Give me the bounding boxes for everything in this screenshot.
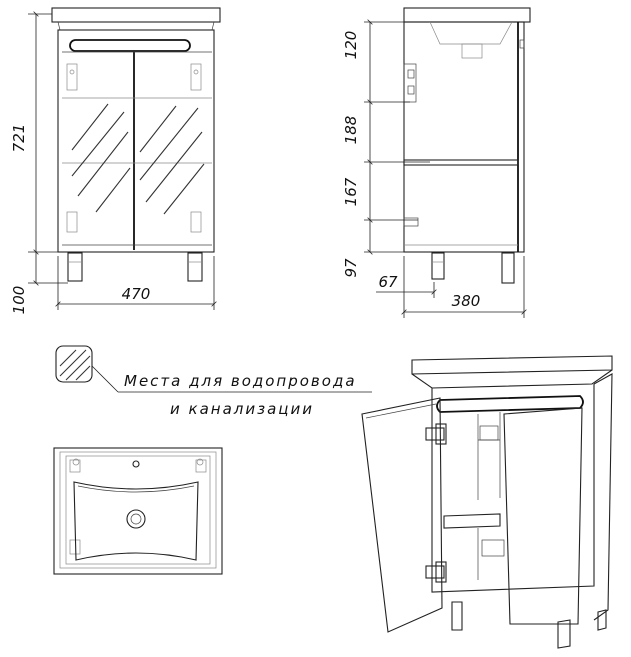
persp-sink-top bbox=[411, 355, 613, 375]
legend-line-2: и канализации bbox=[170, 400, 314, 418]
legend-leader bbox=[91, 365, 119, 393]
plumbing-legend: Места для водопровода и канализации bbox=[55, 345, 372, 418]
front-leg-left bbox=[67, 252, 83, 282]
dim-label-188: 188 bbox=[342, 116, 360, 145]
front-sink-lip bbox=[57, 21, 215, 31]
front-view bbox=[51, 7, 221, 282]
persp-shelf bbox=[443, 513, 501, 529]
front-sink-top bbox=[51, 7, 221, 23]
legend-hatch-symbol bbox=[55, 345, 93, 383]
front-cabinet-body bbox=[57, 29, 215, 253]
side-basin-hidden bbox=[429, 21, 513, 45]
persp-leg-2 bbox=[557, 619, 571, 649]
persp-sink-under bbox=[411, 369, 613, 389]
legend-line-1: Места для водопровода bbox=[124, 372, 357, 390]
persp-leg-3 bbox=[597, 609, 607, 631]
dim-label-167: 167 bbox=[342, 177, 360, 206]
top-basin bbox=[73, 481, 199, 561]
dim-label-120: 120 bbox=[342, 31, 360, 60]
faucet-hole bbox=[132, 460, 140, 468]
dim-label-97: 97 bbox=[342, 258, 360, 278]
persp-body-side bbox=[593, 373, 613, 621]
top-view bbox=[53, 447, 223, 575]
persp-leg-1 bbox=[451, 601, 463, 631]
dim-label-67: 67 bbox=[378, 273, 398, 291]
perspective-view bbox=[361, 355, 613, 649]
dim-label-470: 470 bbox=[122, 285, 151, 303]
side-leg-front bbox=[431, 252, 445, 280]
persp-door-left bbox=[361, 397, 443, 633]
side-dimensions: 120 188 167 97 67 380 bbox=[342, 19, 527, 318]
side-leg-back bbox=[501, 252, 515, 284]
top-outline bbox=[53, 447, 223, 575]
legend-hatch-lines bbox=[59, 349, 91, 381]
dim-label-721: 721 bbox=[10, 124, 28, 153]
side-sink-top bbox=[403, 7, 531, 23]
side-cabinet-body bbox=[403, 21, 525, 253]
front-hinges bbox=[66, 63, 202, 233]
dim-label-380: 380 bbox=[452, 292, 481, 310]
front-handle-slot bbox=[69, 39, 191, 52]
side-shelf bbox=[403, 159, 519, 166]
persp-door-right bbox=[503, 407, 583, 625]
front-leg-right bbox=[187, 252, 203, 282]
dim-label-100: 100 bbox=[10, 286, 28, 315]
front-plumbing-zone-hatch bbox=[71, 103, 205, 215]
side-view bbox=[403, 7, 531, 284]
front-dimensions: 721 100 470 bbox=[10, 11, 217, 315]
persp-body-front bbox=[431, 384, 595, 593]
drain-hole bbox=[126, 509, 146, 529]
persp-hinges-left bbox=[425, 423, 447, 583]
